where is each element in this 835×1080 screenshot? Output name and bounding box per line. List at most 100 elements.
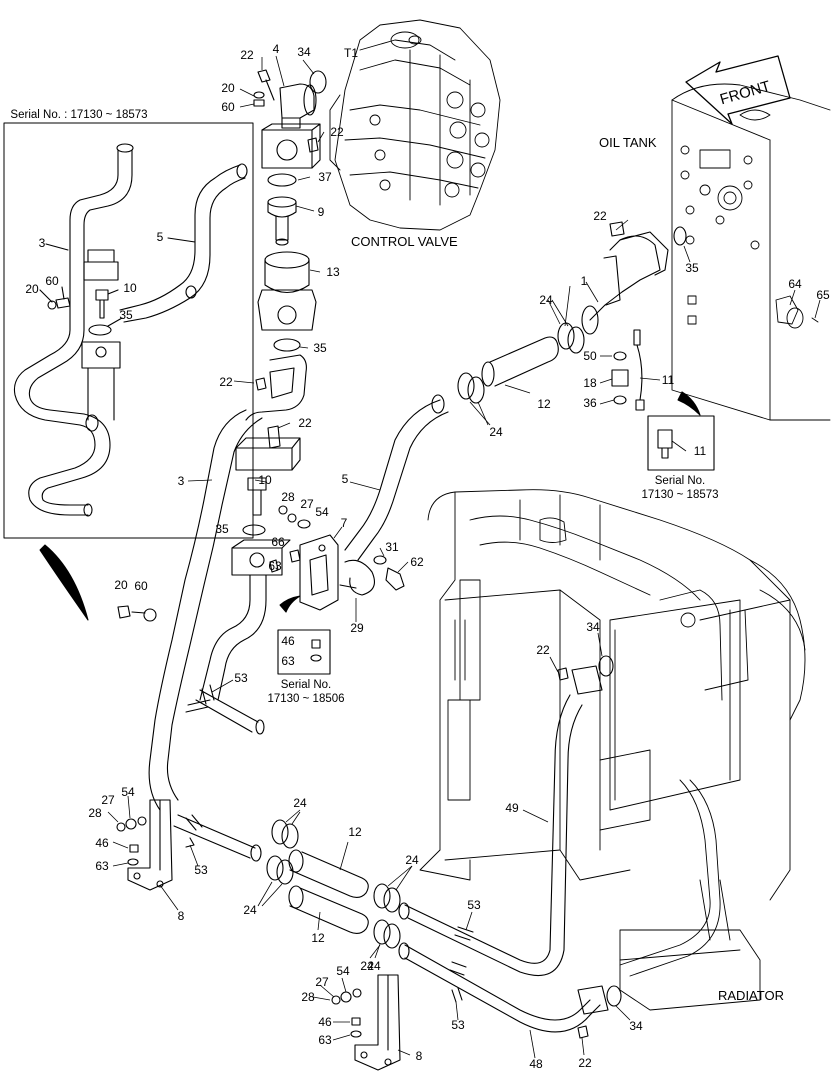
callout: 46 — [281, 634, 295, 648]
callout: 22 — [593, 209, 607, 223]
callout: 22 — [219, 375, 233, 389]
callout: 37 — [318, 170, 332, 184]
callout: 12 — [537, 397, 551, 411]
callout: 3 — [177, 474, 185, 488]
label-control-valve: CONTROL VALVE — [351, 234, 458, 249]
callout: 65 — [816, 288, 830, 302]
callout: 20 — [114, 578, 128, 592]
callout: 63 — [95, 859, 109, 873]
callout: 24 — [293, 796, 307, 810]
callout: 60 — [45, 274, 59, 288]
callout: 53 — [234, 671, 248, 685]
label-t1: T1 — [344, 46, 359, 60]
callout: 54 — [336, 964, 350, 978]
callout: 24 — [405, 853, 419, 867]
front-arrow — [685, 55, 791, 125]
pipe-5 — [344, 399, 441, 551]
callout: 18 — [583, 376, 597, 390]
radiator-art — [419, 489, 806, 1011]
callout: 27 — [101, 793, 115, 807]
callout: 1 — [580, 274, 588, 288]
callout: 28 — [88, 806, 102, 820]
callout: 62 — [410, 555, 424, 569]
pointer-wedge-right — [677, 391, 701, 416]
callout: 8 — [415, 1049, 423, 1063]
serial-inset-header: Serial No. : 17130 ~ 18573 — [10, 109, 148, 121]
control-valve-art — [329, 19, 501, 231]
callout: 24 — [539, 293, 553, 307]
callout: 28 — [301, 990, 315, 1004]
callout: 24 — [360, 959, 374, 973]
callout: 4 — [272, 42, 280, 56]
pipe-3 — [148, 409, 247, 811]
sensor-detail-box — [647, 415, 715, 471]
callout: 50 — [583, 349, 597, 363]
bolt-detail-box — [277, 629, 331, 675]
label-oil-tank: OIL TANK — [599, 135, 657, 150]
callout: 49 — [505, 801, 519, 815]
inset-pipe-3 — [13, 149, 119, 516]
callout: 63 — [318, 1033, 332, 1047]
callout: 54 — [315, 505, 329, 519]
pipe-49 — [404, 694, 571, 964]
callout: 12 — [348, 825, 362, 839]
serial-sensor-line2: 17130 ~ 18573 — [641, 489, 719, 501]
callout: 11 — [661, 373, 675, 387]
callout: 22 — [536, 643, 550, 657]
serial-bolt-line2: 17130 ~ 18506 — [267, 693, 345, 705]
callout: 60 — [221, 100, 235, 114]
inset-frame — [3, 122, 254, 539]
inset-pipe-5 — [119, 164, 241, 311]
callout: 66 — [271, 535, 285, 549]
callout: 22 — [240, 48, 254, 62]
callout: 53 — [451, 1018, 465, 1032]
pipe-48 — [404, 944, 591, 1021]
callout: 8 — [177, 909, 185, 923]
callout: 46 — [318, 1015, 332, 1029]
callout: 34 — [586, 620, 600, 634]
callout: 11 — [693, 444, 707, 458]
callout: 7 — [340, 516, 348, 530]
callout: 36 — [583, 396, 597, 410]
callout: 29 — [350, 621, 364, 635]
callout: 3 — [38, 236, 46, 250]
callout: 34 — [297, 45, 311, 59]
callout: 63 — [268, 559, 282, 573]
callout: 54 — [121, 785, 135, 799]
callout: 13 — [326, 265, 340, 279]
serial-bolt-line1: Serial No. — [280, 679, 332, 691]
callout: 24 — [243, 903, 257, 917]
callout: 48 — [529, 1057, 543, 1071]
callout: 22 — [298, 416, 312, 430]
callout: 31 — [385, 540, 399, 554]
callout: 24 — [367, 959, 381, 973]
callout: 22 — [578, 1056, 592, 1070]
callout: 63 — [281, 654, 295, 668]
callout: 35 — [313, 341, 327, 355]
callout: 27 — [300, 497, 314, 511]
label-radiator: RADIATOR — [718, 988, 784, 1003]
callout: 5 — [341, 472, 349, 486]
callout: 53 — [467, 898, 481, 912]
callout: 9 — [317, 205, 325, 219]
callout: 60 — [134, 579, 148, 593]
callout: 12 — [311, 931, 325, 945]
callout: 53 — [194, 863, 208, 877]
callout: 10 — [123, 281, 137, 295]
pipe-1 — [589, 235, 661, 321]
callout: 22 — [330, 125, 344, 139]
callout: 20 — [25, 282, 39, 296]
callout: 24 — [489, 425, 503, 439]
pointer-wedge-center — [279, 595, 301, 613]
oil-tank-art — [671, 83, 831, 421]
pointer-wedge-left — [39, 544, 89, 621]
callout: 35 — [685, 261, 699, 275]
callout: 10 — [258, 473, 272, 487]
callout: 35 — [215, 522, 229, 536]
callout: 5 — [156, 230, 164, 244]
callout: 34 — [629, 1019, 643, 1033]
callout: 27 — [315, 975, 329, 989]
callout: 28 — [281, 490, 295, 504]
